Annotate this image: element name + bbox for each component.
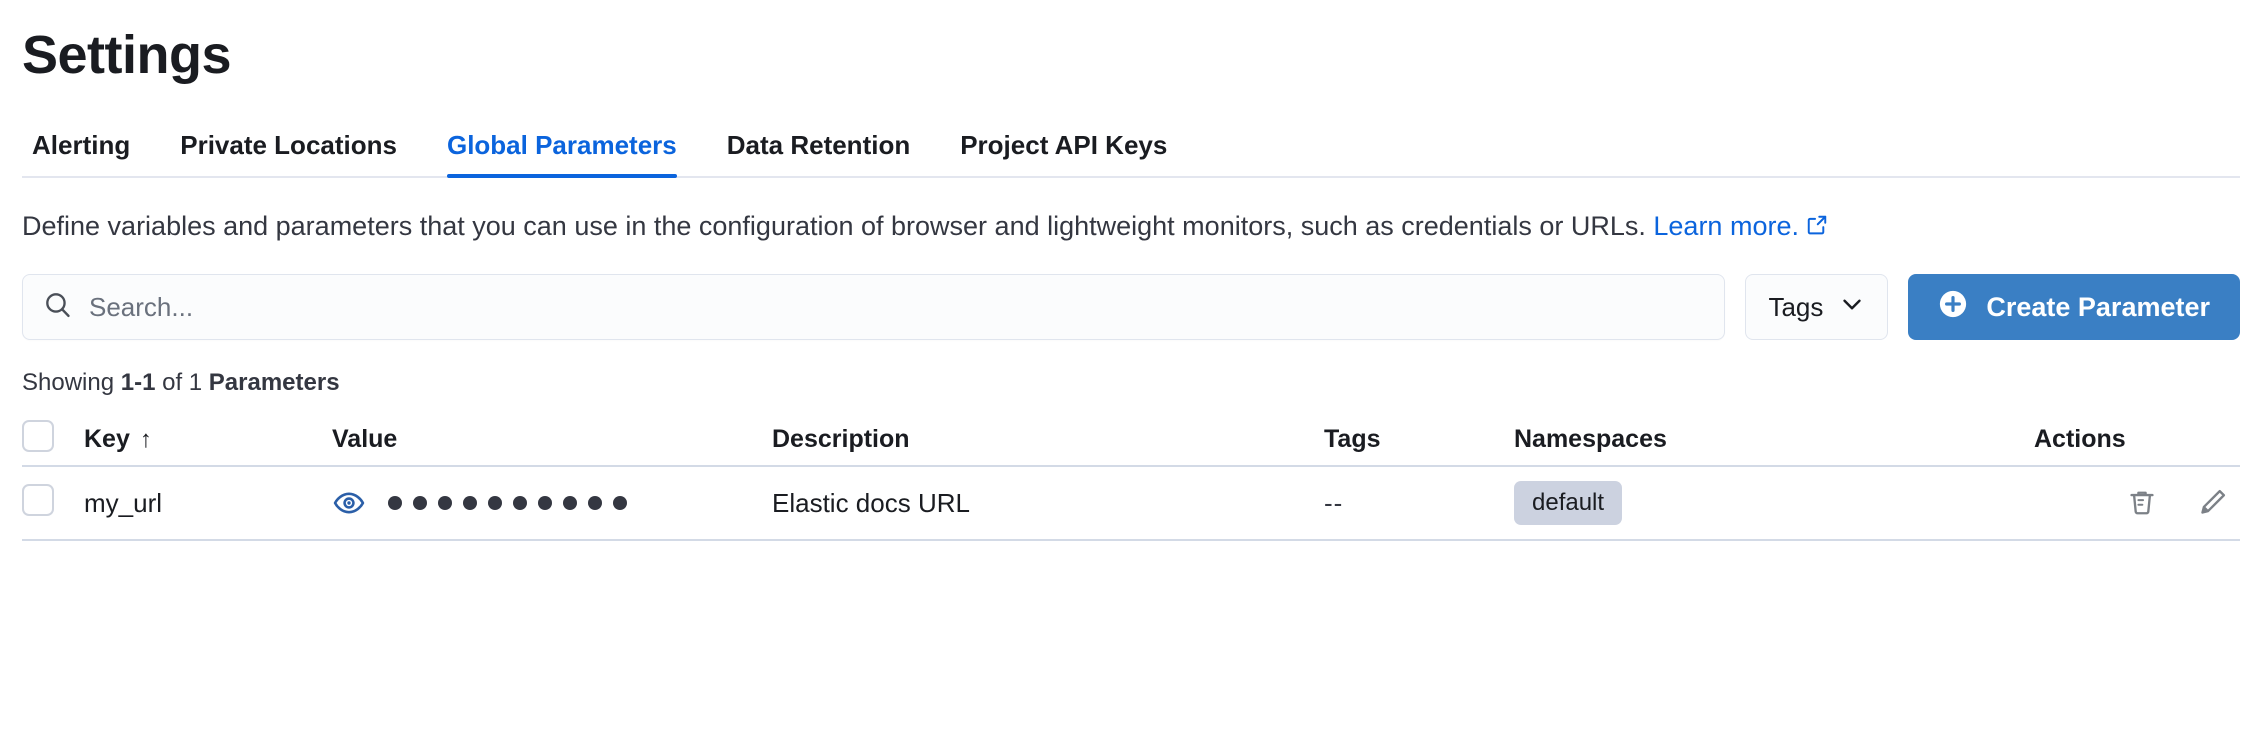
table-header: Key ↑ Value Description Tags Namespaces A…	[22, 414, 2240, 466]
cell-actions	[2034, 466, 2240, 540]
table-body: my_url Elastic docs URL -- default	[22, 466, 2240, 540]
column-header-key[interactable]: Key ↑	[84, 414, 332, 466]
column-header-value[interactable]: Value	[332, 425, 398, 453]
tab-global-parameters[interactable]: Global Parameters	[422, 130, 702, 178]
cell-description: Elastic docs URL	[772, 487, 970, 518]
column-header-namespaces[interactable]: Namespaces	[1514, 425, 1667, 453]
toolbar: Tags Create Parameter	[22, 274, 2240, 340]
namespace-badge: default	[1514, 481, 1623, 525]
page-title: Settings	[22, 25, 232, 85]
create-parameter-label: Create Parameter	[1986, 291, 2210, 322]
create-parameter-button[interactable]: Create Parameter	[1908, 274, 2240, 340]
tab-private-locations[interactable]: Private Locations	[180, 130, 397, 160]
masked-value	[388, 496, 627, 510]
learn-more-label: Learn more.	[1653, 211, 1799, 241]
tags-filter-label: Tags	[1768, 291, 1824, 322]
showing-prefix: Showing	[22, 369, 121, 396]
cell-tags: --	[1324, 466, 1514, 540]
table-row: my_url Elastic docs URL -- default	[22, 466, 2240, 540]
column-header-key-label: Key	[84, 425, 130, 453]
row-select-cell	[22, 466, 84, 540]
tab-alerting[interactable]: Alerting	[32, 130, 131, 160]
select-all-header	[22, 414, 84, 466]
tab-data-retention[interactable]: Data Retention	[726, 130, 911, 160]
row-checkbox[interactable]	[22, 483, 54, 516]
cell-key: my_url	[84, 487, 163, 518]
results-count: Showing 1-1 of 1 Parameters	[22, 368, 2240, 398]
search-icon	[43, 290, 73, 325]
description-text: Define variables and parameters that you…	[22, 211, 1646, 241]
showing-entity: Parameters	[208, 369, 340, 396]
select-all-checkbox[interactable]	[22, 420, 54, 452]
tags-filter-button[interactable]: Tags	[1745, 274, 1889, 340]
cell-value	[332, 466, 772, 540]
tags-empty-value: --	[1324, 487, 1344, 518]
table-header-row: Key ↑ Value Description Tags Namespaces A…	[22, 414, 2240, 466]
column-header-actions: Actions	[2034, 425, 2126, 453]
settings-tabs: Alerting Private Locations Global Parame…	[22, 116, 2240, 178]
plus-circle-icon	[1938, 289, 1968, 326]
page-description: Define variables and parameters that you…	[22, 204, 2240, 250]
search-input[interactable]	[89, 275, 1705, 339]
eye-icon[interactable]	[332, 486, 366, 520]
parameters-table: Key ↑ Value Description Tags Namespaces A…	[22, 414, 2240, 541]
trash-icon[interactable]	[2124, 485, 2160, 521]
chevron-down-icon	[1839, 291, 1865, 324]
search-box[interactable]	[22, 274, 1726, 340]
showing-range: 1-1	[120, 369, 156, 396]
external-link-icon	[1805, 206, 1829, 250]
cell-namespaces: default	[1514, 466, 2034, 540]
column-header-description[interactable]: Description	[772, 425, 910, 453]
showing-middle: of 1	[155, 369, 209, 396]
tab-project-api-keys[interactable]: Project API Keys	[960, 130, 1168, 160]
arrow-up-icon: ↑	[139, 426, 152, 453]
learn-more-link[interactable]: Learn more.	[1653, 211, 1799, 241]
pencil-icon[interactable]	[2194, 485, 2230, 521]
column-header-tags[interactable]: Tags	[1324, 425, 1381, 453]
